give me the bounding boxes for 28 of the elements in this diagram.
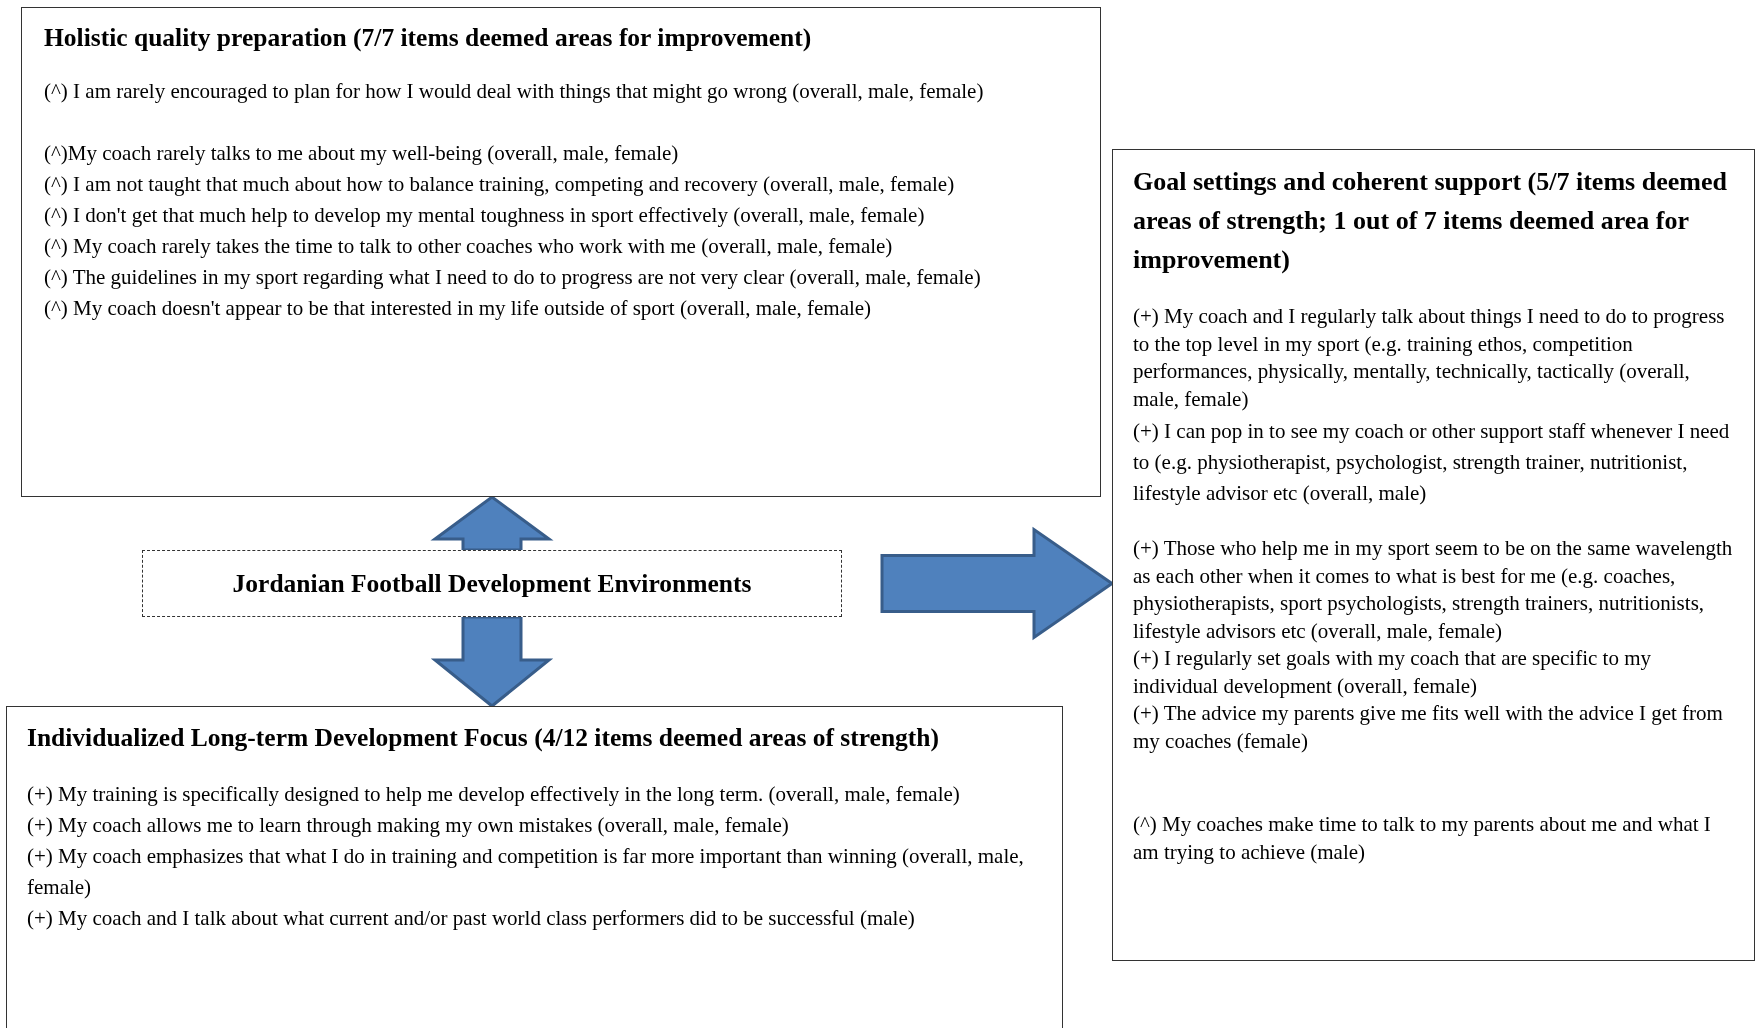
survey-item: (^) My coaches make time to talk to my parents about me and what I am trying to achieve (male): [1133, 811, 1712, 866]
survey-item: (^)My coach rarely talks to me about my well-being (overall, male, female): [44, 140, 680, 167]
survey-item: (+) My coach and I talk about what current and/or past world class performers did to be successful (male): [27, 905, 916, 932]
category-box: [21, 7, 1101, 497]
heading: Goal settings and coherent support (5/7 items deemed areas of strength; 1 out of 7 items deemed area for improvement): [1133, 166, 1728, 276]
category-box: [6, 706, 1063, 1028]
survey-item: (+) My coach and I regularly talk about things I need to do to progress to the top level in my sport (e.g. training ethos, competition performances, physically, mentally, technically, tactically (overall, male, female): [1133, 303, 1726, 413]
survey-item: (^) I am not taught that much about how to balance training, competing and recovery (overall, male, female): [44, 171, 956, 198]
category-box: [1112, 149, 1755, 961]
survey-item: (^) I am rarely encouraged to plan for how I would deal with things that might go wrong (overall, male, female): [44, 78, 985, 105]
heading: Jordanian Football Development Environments: [232, 568, 752, 599]
block-arrow: [430, 615, 554, 708]
survey-item: (+) My training is specifically designed to help me develop effectively in the long term. (overall, male, female): [27, 781, 961, 808]
heading: Individualized Long-term Development Focus (4/12 items deemed areas of strength): [27, 722, 940, 754]
heading: Holistic quality preparation (7/7 items deemed areas for improvement): [44, 22, 813, 54]
survey-item: (+) Those who help me in my sport seem to be on the same wavelength as each other when it comes to what is best for me (e.g. coaches, physiotherapists, sport psychologists, strength trainers, nutritionists, lifestyle advisors etc (overall, male, female): [1133, 535, 1734, 645]
survey-item: (^) I don't get that much help to develop my mental toughness in sport effectively (overall, male, female): [44, 202, 926, 229]
survey-item: (+) My coach emphasizes that what I do in training and competition is far more important than winning (overall, male, female): [27, 843, 1025, 901]
survey-item: (+) My coach allows me to learn through making my own mistakes (overall, male, female): [27, 812, 790, 839]
survey-item: (+) The advice my parents give me fits well with the advice I get from my coaches (female): [1133, 700, 1724, 755]
survey-item: (^) My coach doesn't appear to be that interested in my life outside of sport (overall, male, female): [44, 295, 873, 322]
survey-item: (^) The guidelines in my sport regarding what I need to do to progress are not very clear (overall, male, female): [44, 264, 982, 291]
survey-item: (^) My coach rarely takes the time to talk to other coaches who work with me (overall, male, female): [44, 233, 894, 260]
survey-item: (+) I can pop in to see my coach or other support staff whenever I need to (e.g. physiotherapist, psychologist, strength trainer, nutritionist, lifestyle advisor etc (overall, male): [1133, 418, 1731, 507]
block-arrow: [430, 495, 554, 552]
block-arrow: [880, 526, 1115, 641]
title-box: [142, 550, 842, 617]
survey-item: (+) I regularly set goals with my coach that are specific to my individual development (overall, female): [1133, 645, 1652, 700]
